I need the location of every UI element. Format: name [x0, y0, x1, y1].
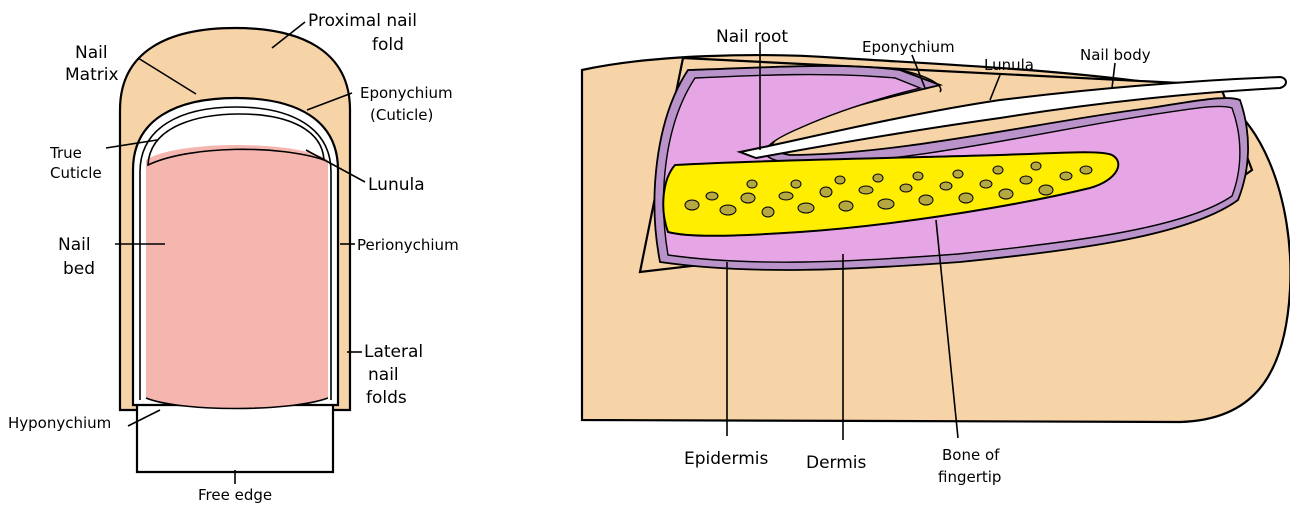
label-lateral-nail-folds-3: folds [366, 388, 407, 408]
label-nail-bed-2: bed [63, 259, 95, 279]
label-lunula: Lunula [368, 175, 425, 195]
label-lateral-nail-folds-1: Lateral [364, 342, 423, 362]
label-epidermis: Epidermis [684, 449, 768, 469]
label-lateral-nail-folds-2: nail [368, 365, 399, 385]
nail-bed [146, 145, 328, 409]
label-nail-root: Nail root [716, 27, 788, 47]
label-proximal-nail-fold-1: Proximal nail [308, 11, 417, 31]
label-perionychium: Perionychium [357, 236, 459, 254]
label-bone-2: fingertip [938, 468, 1001, 486]
label-dermis: Dermis [806, 453, 867, 473]
label-nail-matrix-1: Nail [75, 43, 108, 63]
label-eponychium-section: Eponychium [862, 38, 955, 56]
label-proximal-nail-fold-2: fold [372, 35, 404, 55]
cross-section: Nail root Eponychium Lunula Nail body Ep… [582, 27, 1290, 486]
label-true-cuticle-1: True [49, 144, 82, 162]
label-eponychium-2: (Cuticle) [370, 106, 433, 124]
label-true-cuticle-2: Cuticle [50, 164, 102, 182]
label-nail-body: Nail body [1080, 46, 1151, 64]
label-nail-matrix-2: Matrix [65, 65, 119, 85]
label-hyponychium: Hyponychium [8, 414, 111, 432]
label-bone-1: Bone of [942, 446, 1000, 464]
label-free-edge: Free edge [198, 486, 272, 504]
label-eponychium-1: Eponychium [360, 84, 453, 102]
label-lunula-section: Lunula [984, 56, 1034, 74]
label-nail-bed-1: Nail [58, 235, 91, 255]
front-view: Proximal nail fold Nail Matrix Eponychiu… [8, 11, 459, 504]
